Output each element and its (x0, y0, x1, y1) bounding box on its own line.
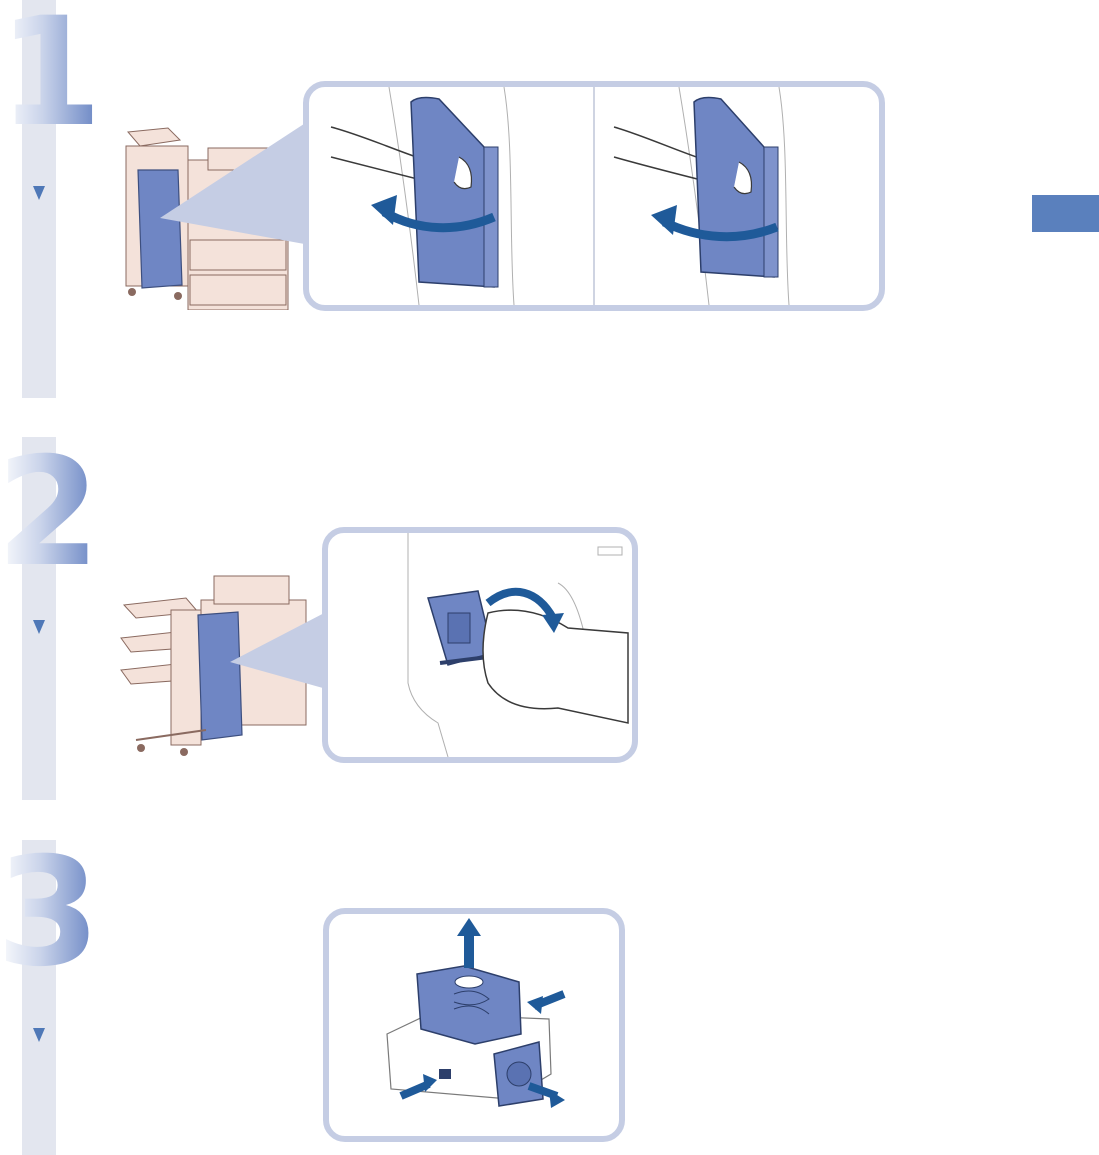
down-triangle-icon (33, 186, 45, 200)
stapler-cartridge-removal-illustration (328, 533, 632, 757)
step-2-panel (322, 527, 638, 763)
step-3-number: 3 (0, 838, 96, 988)
section-tab (1032, 195, 1099, 232)
open-cover-illustration (309, 87, 879, 305)
zoom-callout-connector (160, 80, 320, 250)
step-1-panel (303, 81, 885, 311)
step-1-number: 1 (0, 0, 98, 148)
step-2-number: 2 (0, 438, 96, 588)
staple-case-release-illustration (329, 914, 619, 1136)
step-3-panel (323, 908, 625, 1142)
down-triangle-icon (33, 1028, 45, 1042)
down-triangle-icon (33, 620, 45, 634)
